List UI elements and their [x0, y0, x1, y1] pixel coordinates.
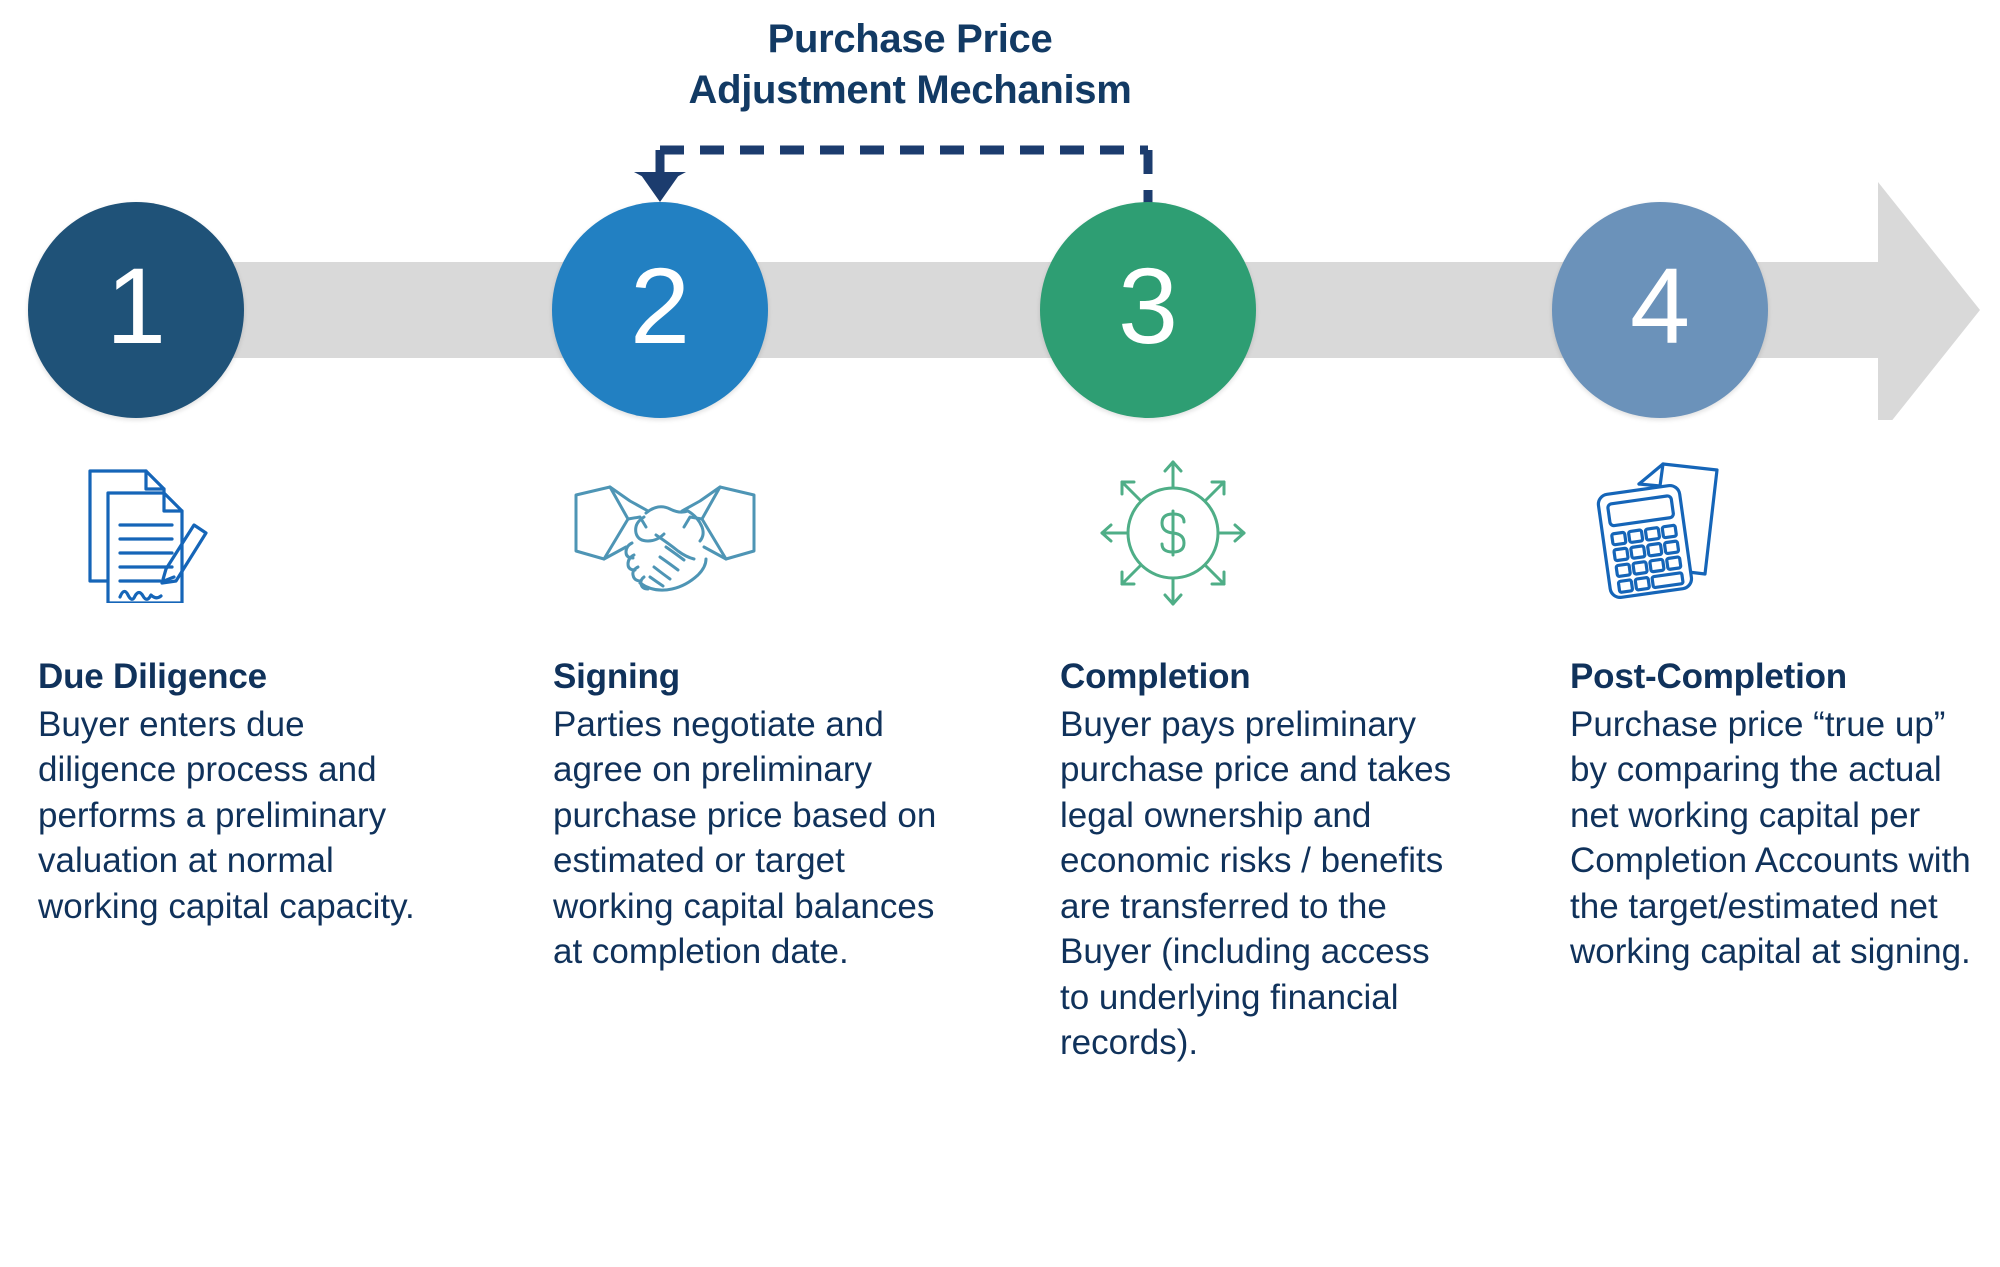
- connector-arrowhead-wing: [634, 172, 686, 186]
- step-number-3: 3: [1117, 245, 1179, 366]
- step-text-4: Post-Completion Purchase price “true up”…: [1570, 654, 1980, 975]
- step-number-4: 4: [1629, 245, 1691, 366]
- step-number-2: 2: [629, 245, 691, 366]
- step-text-2: Signing Parties negotiate and agree on p…: [553, 654, 953, 975]
- step-circle-4[interactable]: 4: [1552, 202, 1768, 418]
- dollar-expand-icon: [1100, 460, 1246, 606]
- step-heading-3: Completion: [1060, 657, 1251, 696]
- icon-container-step-4: [1568, 458, 1798, 608]
- connector-arrowhead-icon: [641, 175, 679, 202]
- step-text-1: Due Diligence Buyer enters due diligence…: [38, 654, 433, 929]
- diagram-title-line-1: Purchase Price: [767, 17, 1053, 61]
- icon-container-step-2: [550, 458, 780, 608]
- icon-container-step-1: [50, 458, 280, 608]
- step-circle-3[interactable]: 3: [1040, 202, 1256, 418]
- calculator-document-icon: [1596, 462, 1719, 599]
- step-text-3: Completion Buyer pays preliminary purcha…: [1060, 654, 1460, 1066]
- step-body-3: Buyer pays preliminary purchase price an…: [1060, 704, 1452, 1063]
- step-body-4: Purchase price “true up” by comparing th…: [1570, 704, 1971, 972]
- step-number-1: 1: [105, 245, 167, 366]
- step-heading-1: Due Diligence: [38, 657, 267, 696]
- signed-document-icon: [88, 469, 208, 603]
- step-body-1: Buyer enters due diligence process and p…: [38, 704, 415, 926]
- handshake-icon: [574, 485, 756, 592]
- icon-container-step-3: [1058, 458, 1288, 608]
- step-circle-2[interactable]: 2: [552, 202, 768, 418]
- diagram-title-line-2: Adjustment Mechanism: [688, 68, 1132, 113]
- diagram-title: Purchase Price Adjustment Mechanism: [560, 14, 1260, 116]
- step-heading-4: Post-Completion: [1570, 657, 1847, 696]
- step-heading-2: Signing: [553, 657, 680, 696]
- step-circle-1[interactable]: 1: [28, 202, 244, 418]
- step-body-2: Parties negotiate and agree on prelimina…: [553, 704, 937, 972]
